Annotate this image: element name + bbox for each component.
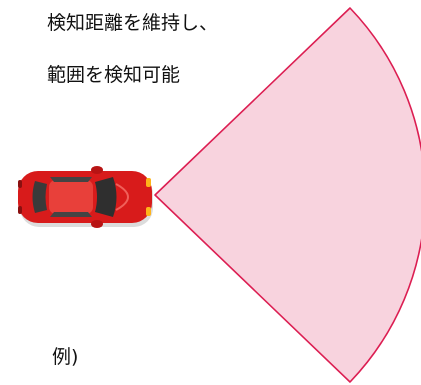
caption-line-1: 検知距離を維持し、 <box>47 12 219 34</box>
footnote-label: 例) <box>52 346 79 368</box>
caption-line-2: 範囲を検知可能 <box>47 64 181 86</box>
detection-sector <box>154 7 421 383</box>
car-top-view-icon <box>18 166 153 228</box>
